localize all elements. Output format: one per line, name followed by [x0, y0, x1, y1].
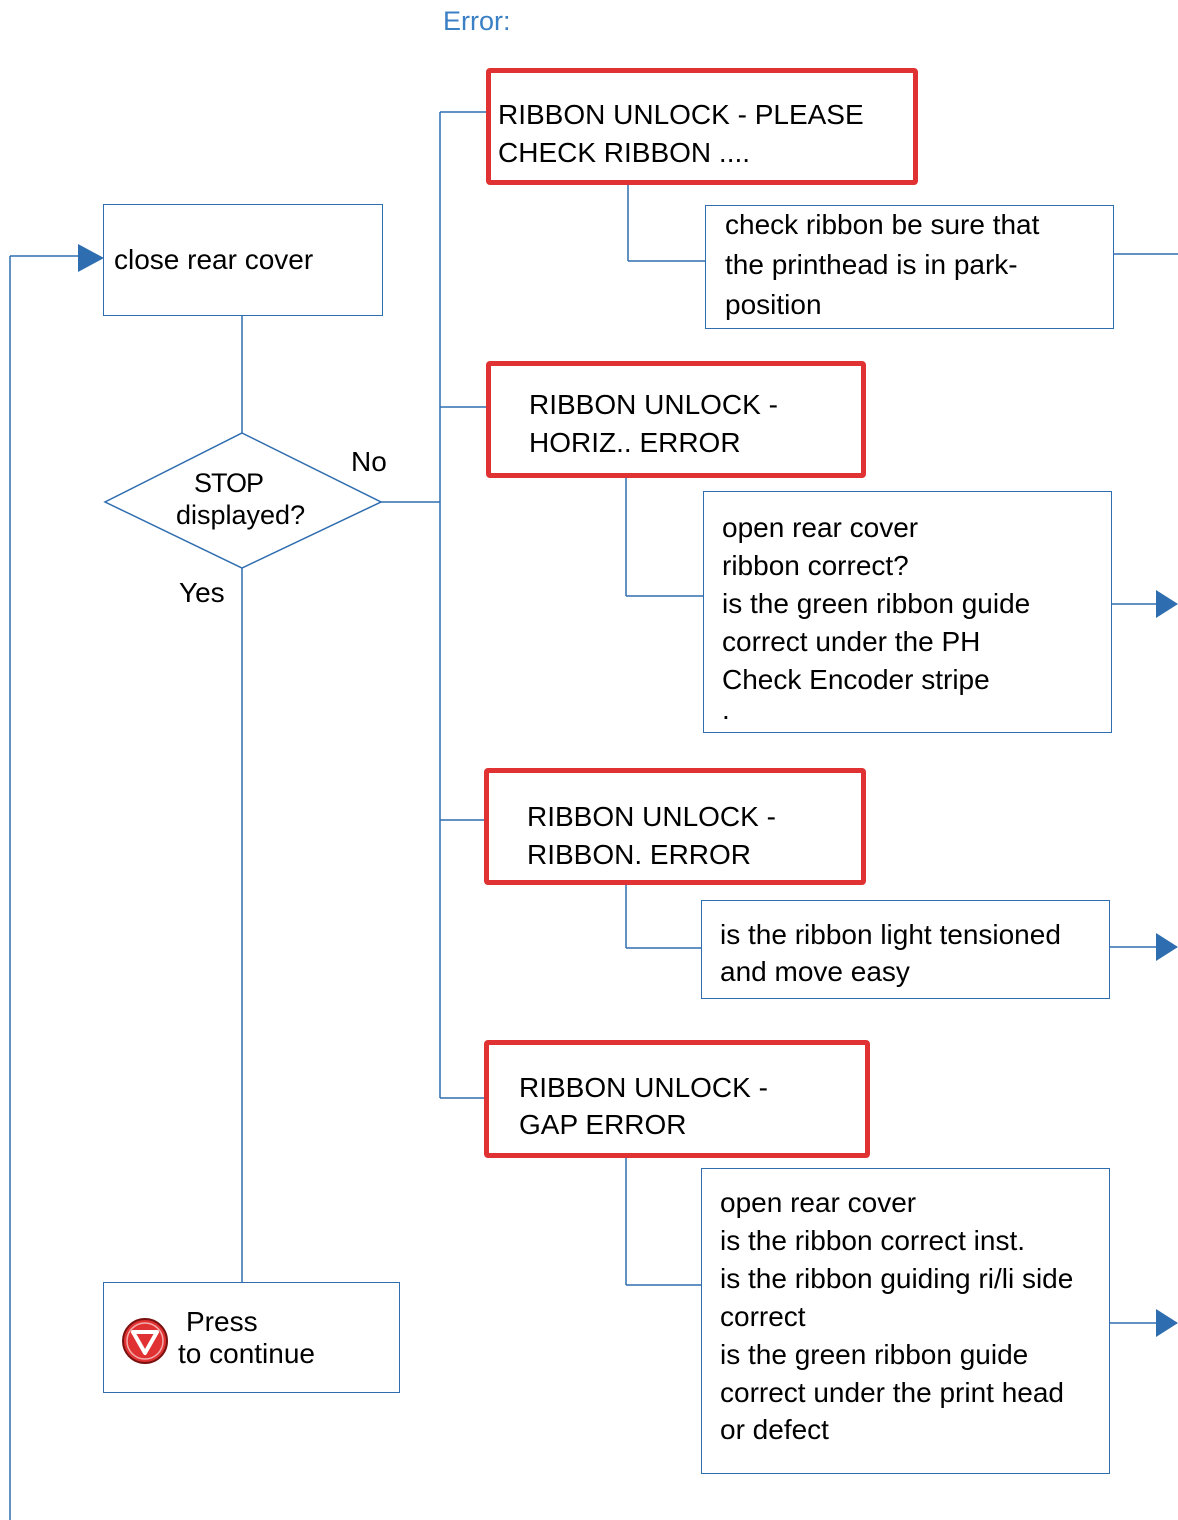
action-2-line1: open rear cover: [722, 512, 919, 543]
action-4-line2: is the ribbon correct inst.: [720, 1225, 1026, 1256]
action-4-line7: or defect: [720, 1414, 829, 1445]
error-box-check-ribbon: RIBBON UNLOCK - PLEASE CHECK RIBBON ....: [486, 68, 918, 185]
action-4-line1: open rear cover: [720, 1187, 917, 1218]
decision-no-label: No: [351, 446, 387, 477]
decision-line1: STOP: [194, 468, 264, 498]
decision-line2: displayed?: [176, 500, 306, 530]
action-2-line4: correct under the PH: [722, 626, 981, 657]
stop-triangle-icon: [121, 1317, 169, 1365]
error-box-gap: RIBBON UNLOCK - GAP ERROR: [484, 1040, 870, 1158]
arrowhead-horiz: [1156, 590, 1178, 618]
decision-diamond: [103, 432, 383, 569]
error-4-line1: RIBBON UNLOCK -: [519, 1072, 768, 1103]
press-text: Press: [186, 1306, 258, 1337]
action-4-line6: correct under the print head: [720, 1377, 1064, 1408]
error-3-line1: RIBBON UNLOCK -: [527, 801, 776, 832]
action-3-line2: and move easy: [720, 956, 910, 987]
error-2-line2: HORIZ.. ERROR: [529, 427, 741, 458]
action-3-line1: is the ribbon light tensioned: [720, 919, 1061, 950]
arrowhead-close-cover: [78, 244, 104, 272]
action-2-line6: .: [722, 694, 730, 725]
action-2-line5: Check Encoder stripe: [722, 664, 990, 695]
arrowhead-gap: [1156, 1309, 1178, 1337]
error-2-line1: RIBBON UNLOCK -: [529, 389, 778, 420]
decision-yes-label: Yes: [179, 577, 225, 608]
error-1-line2: CHECK RIBBON ....: [498, 137, 751, 168]
action-1-line1: check ribbon be sure that: [725, 209, 1040, 240]
action-box-3: is the ribbon light tensioned and move e…: [701, 900, 1110, 999]
action-1-line3: position: [725, 289, 822, 320]
action-4-line3: is the ribbon guiding ri/li side: [720, 1263, 1074, 1294]
error-4-line2: GAP ERROR: [519, 1109, 687, 1140]
error-label: Error:: [443, 6, 511, 36]
press-continue-box: Press to continue: [103, 1282, 400, 1393]
error-3-line2: RIBBON. ERROR: [527, 839, 752, 870]
action-4-line5: is the green ribbon guide: [720, 1339, 1029, 1370]
error-box-horiz: RIBBON UNLOCK - HORIZ.. ERROR: [486, 361, 866, 478]
action-2-line3: is the green ribbon guide: [722, 588, 1031, 619]
error-1-line1: RIBBON UNLOCK - PLEASE: [498, 99, 864, 130]
press-continue-text: to continue: [178, 1338, 315, 1369]
action-1-line2: the printhead is in park-: [725, 249, 1018, 280]
action-box-1: check ribbon be sure that the printhead …: [705, 205, 1114, 329]
action-2-line2: ribbon correct?: [722, 550, 909, 581]
arrowhead-ribbon: [1156, 933, 1178, 961]
action-4-line4: correct: [720, 1301, 806, 1332]
action-box-4: open rear cover is the ribbon correct in…: [701, 1168, 1110, 1474]
close-cover-box: close rear cover: [103, 204, 383, 316]
action-box-2: open rear cover ribbon correct? is the g…: [703, 491, 1112, 733]
close-cover-text: close rear cover: [114, 244, 314, 275]
error-box-ribbon: RIBBON UNLOCK - RIBBON. ERROR: [484, 768, 866, 885]
